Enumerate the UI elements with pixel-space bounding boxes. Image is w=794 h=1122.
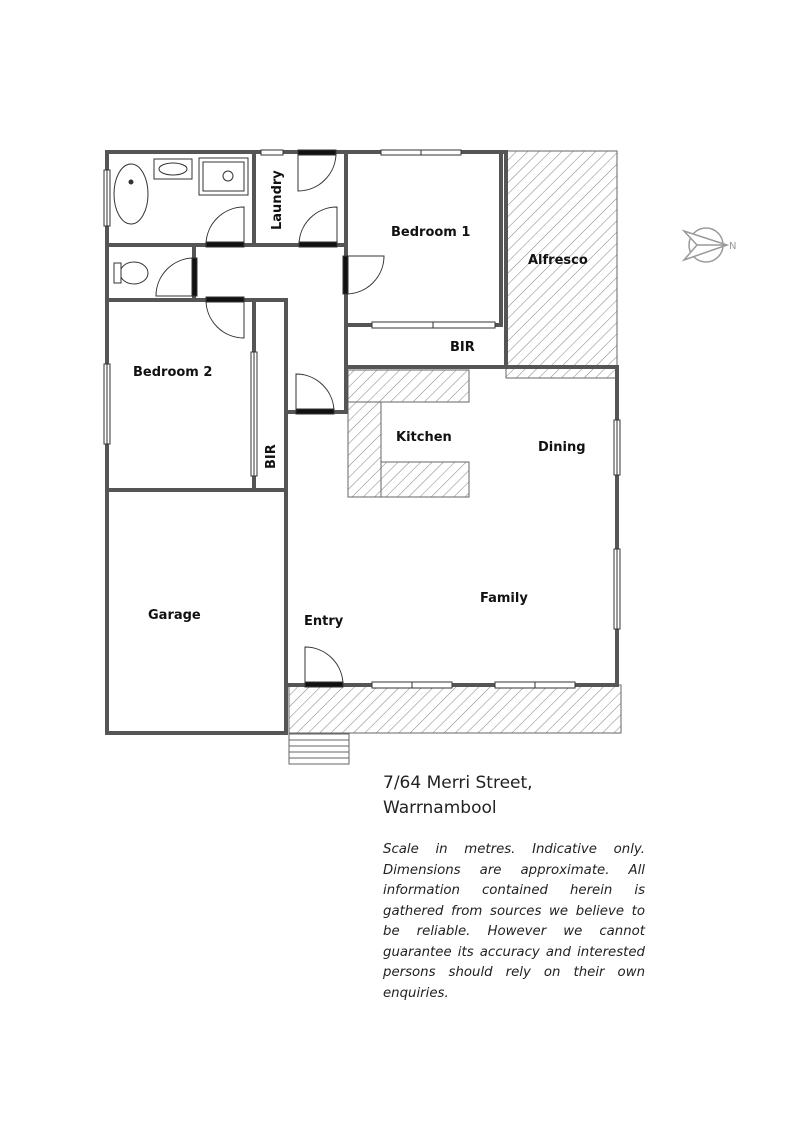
fixtures	[113, 157, 249, 285]
label-bir1: BIR	[450, 340, 475, 355]
kitchen-bench-side	[347, 401, 382, 498]
label-dining: Dining	[538, 440, 586, 455]
doors	[155, 149, 385, 688]
bathtub	[113, 163, 149, 225]
north-arrow-icon: N	[681, 227, 736, 263]
front-porch	[288, 684, 622, 734]
door-entry	[304, 681, 344, 688]
label-bedroom1: Bedroom 1	[391, 225, 470, 240]
porch-steps	[288, 733, 350, 765]
door-bedroom2	[205, 296, 245, 303]
door-hall	[295, 408, 335, 415]
door-bathroom	[205, 241, 245, 248]
property-address: 7/64 Merri Street, Warrnambool	[383, 771, 533, 821]
alfresco-area	[505, 150, 618, 379]
disclaimer-text: Scale in metres. Indicative only. Dimens…	[383, 842, 645, 1001]
door-wc	[191, 257, 198, 297]
label-bedroom2: Bedroom 2	[133, 365, 212, 380]
toilet	[119, 261, 149, 285]
door-laundry-external	[297, 149, 337, 156]
kitchen-bench-bottom	[380, 461, 470, 498]
windows	[103, 149, 621, 689]
door-laundry	[298, 241, 338, 248]
label-laundry: Laundry	[270, 170, 285, 230]
label-family: Family	[480, 591, 528, 606]
door-bedroom1	[342, 255, 349, 295]
room-labels: Bedroom 1 Alfresco BIR Laundry Bedroom 2…	[133, 170, 588, 629]
address-line1: 7/64 Merri Street,	[383, 773, 533, 793]
label-garage: Garage	[148, 608, 201, 623]
label-alfresco: Alfresco	[528, 253, 588, 268]
label-entry: Entry	[304, 614, 344, 629]
kitchen-bench-top	[347, 369, 470, 403]
hatched-areas	[288, 150, 622, 734]
label-kitchen: Kitchen	[396, 430, 452, 445]
label-bir2: BIR	[264, 444, 279, 469]
address-line2: Warrnambool	[383, 798, 497, 818]
compass-label: N	[729, 241, 736, 252]
